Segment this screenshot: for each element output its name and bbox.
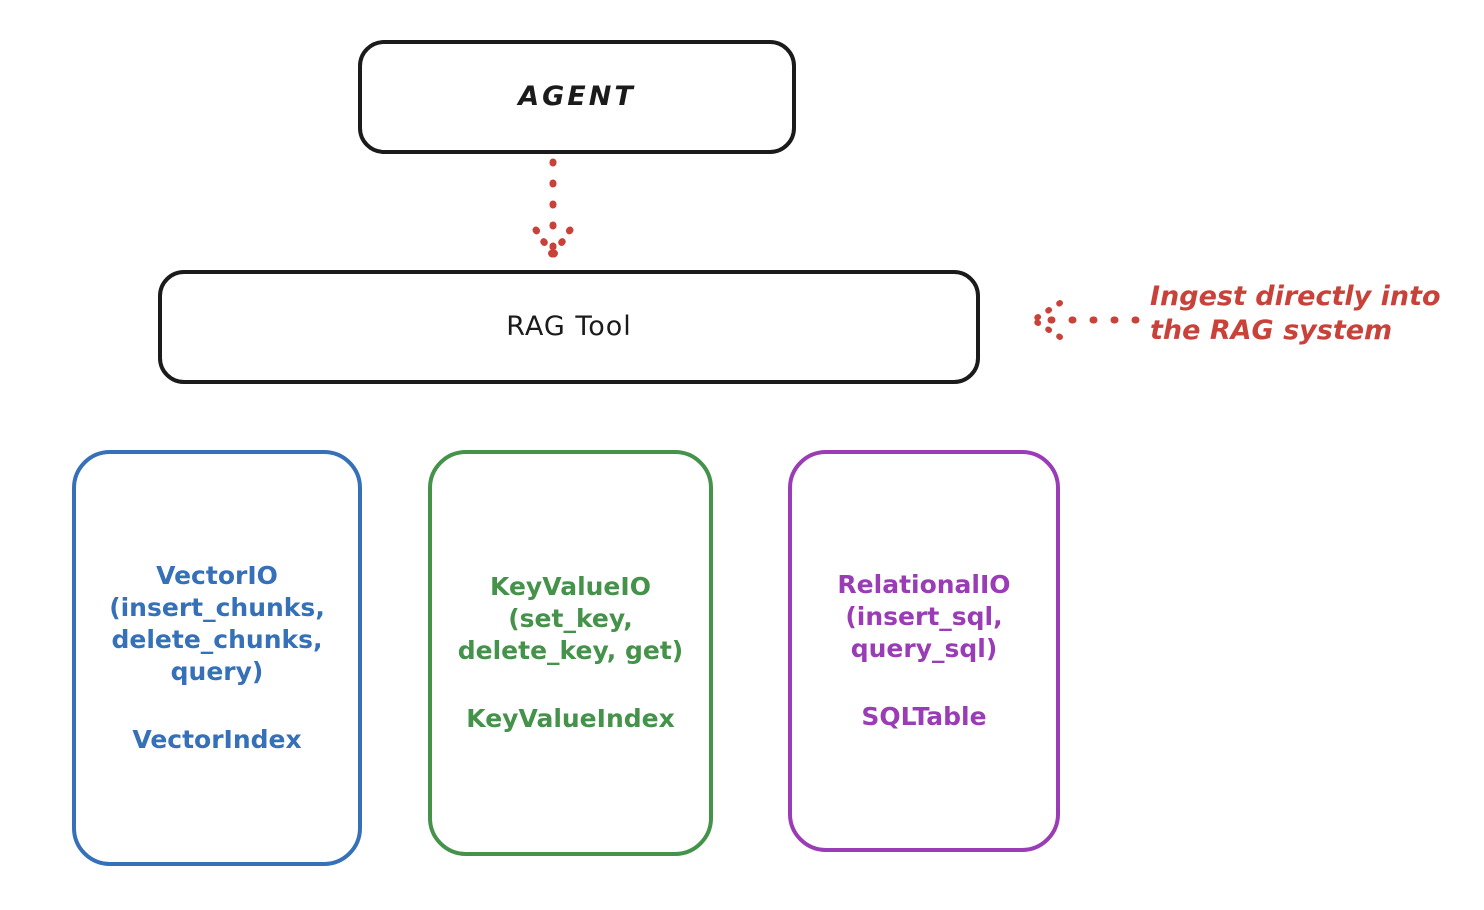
node-key-value-io-sublabel: KeyValueIndex	[466, 704, 675, 733]
node-key-value-io[interactable]: KeyValueIO (set_key, delete_key, get) Ke…	[428, 450, 713, 856]
node-rag-tool[interactable]: RAG Tool	[158, 270, 980, 384]
node-agent-label: AGENT	[518, 80, 636, 112]
node-rag-tool-label: RAG Tool	[506, 310, 632, 342]
node-relational-io[interactable]: RelationalIO (insert_sql, query_sql) SQL…	[788, 450, 1060, 852]
annotation-ingest-directly: Ingest directly into the RAG system	[1150, 281, 1441, 347]
node-key-value-io-label: KeyValueIO (set_key, delete_key, get)	[457, 572, 684, 665]
node-relational-io-label: RelationalIO (insert_sql, query_sql)	[837, 570, 1011, 663]
edge-ingest-to-rag-tool	[1032, 300, 1140, 340]
node-vector-io-sublabel: VectorIndex	[132, 725, 302, 754]
node-vector-io-label: VectorIO (insert_chunks, delete_chunks, …	[109, 561, 325, 686]
node-agent[interactable]: AGENT	[358, 40, 796, 154]
edge-agent-to-rag-tool	[532, 158, 574, 258]
node-vector-io[interactable]: VectorIO (insert_chunks, delete_chunks, …	[72, 450, 362, 866]
node-relational-io-sublabel: SQLTable	[861, 702, 987, 731]
